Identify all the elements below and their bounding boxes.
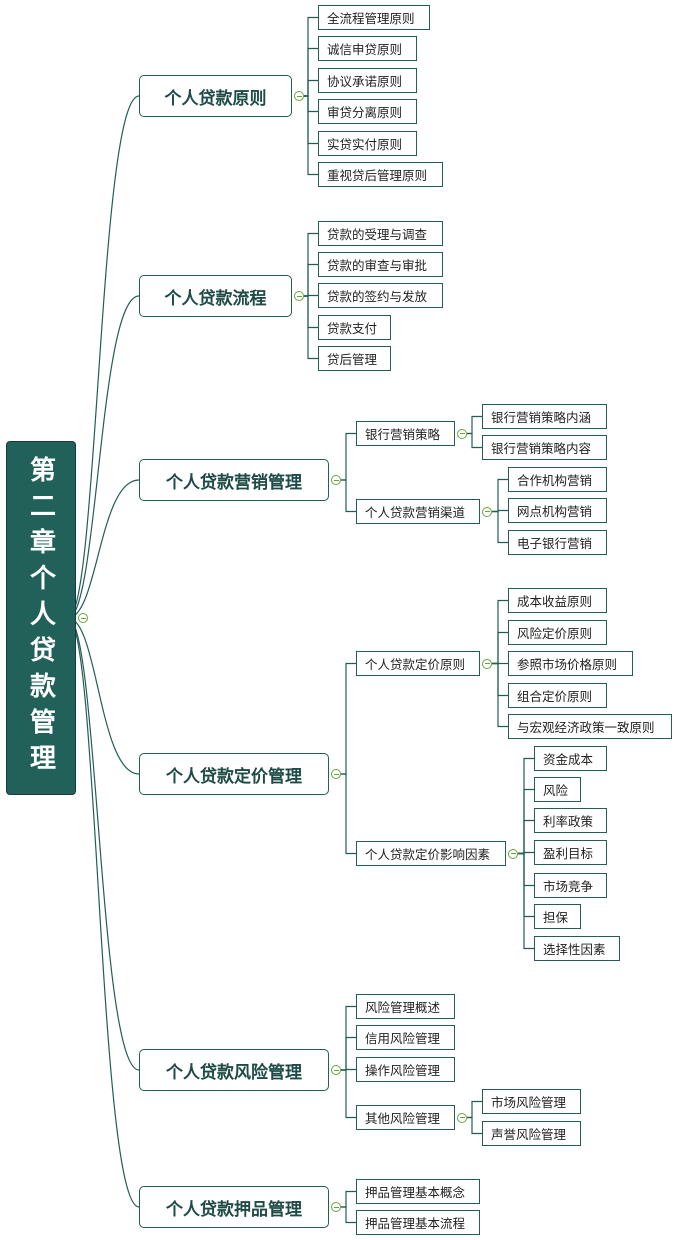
connector-line	[304, 295, 318, 329]
connector-line	[341, 1069, 356, 1119]
root-title: 第二章个人贷款管理	[25, 456, 56, 780]
collapse-icon[interactable]	[482, 658, 492, 669]
subtopic[interactable]: 银行营销策略	[356, 421, 455, 446]
connector-line	[341, 1190, 356, 1208]
connector-line	[67, 295, 140, 619]
subtopic[interactable]: 合作机构营销	[508, 467, 607, 492]
subtopic[interactable]: 盈利目标	[534, 840, 607, 865]
connector-line	[341, 479, 356, 513]
subtopic[interactable]: 个人贷款定价原则	[356, 651, 480, 676]
connector-line	[67, 617, 140, 1071]
connector-line	[67, 617, 140, 775]
connector-line	[304, 16, 318, 97]
collapse-icon[interactable]	[331, 1065, 341, 1075]
connector-line	[492, 662, 508, 728]
collapse-icon[interactable]	[331, 769, 341, 779]
subtopic[interactable]: 个人贷款定价影响因素	[356, 841, 506, 866]
connector-line	[67, 617, 140, 1208]
connector-line	[341, 1206, 356, 1224]
subtopic[interactable]: 风险定价原则	[508, 620, 607, 645]
subtopic[interactable]: 担保	[534, 904, 581, 929]
connector-line	[304, 79, 318, 97]
connector-line	[304, 263, 318, 297]
collapse-icon[interactable]	[508, 848, 518, 859]
connector-line	[341, 1005, 356, 1071]
subtopic[interactable]: 参照市场价格原则	[508, 651, 633, 676]
collapse-icon[interactable]	[457, 428, 467, 439]
root-topic[interactable]: 第二章个人贷款管理	[6, 441, 76, 795]
collapse-icon[interactable]	[457, 1112, 467, 1123]
subtopic[interactable]: 银行营销策略内涵	[482, 404, 607, 429]
connector-line	[304, 95, 318, 176]
subtopic[interactable]: 电子银行营销	[508, 530, 607, 555]
subtopic[interactable]: 操作风险管理	[356, 1057, 455, 1082]
connector-line	[492, 510, 508, 544]
topic-marketing[interactable]: 个人贷款营销管理	[139, 459, 329, 501]
collapse-icon[interactable]	[482, 506, 492, 517]
topic-risk[interactable]: 个人贷款风险管理	[139, 1049, 329, 1091]
connector-line	[518, 788, 534, 855]
connector-line	[518, 757, 534, 855]
subtopic[interactable]: 银行营销策略内容	[482, 435, 607, 460]
topic-principles[interactable]: 个人贷款原则	[139, 75, 292, 117]
connector-line	[304, 95, 318, 145]
subtopic[interactable]: 诚信申贷原则	[318, 36, 417, 61]
subtopic[interactable]: 贷款的受理与调查	[318, 221, 443, 246]
subtopic[interactable]: 个人贷款营销渠道	[356, 499, 480, 524]
connector-line	[518, 852, 534, 950]
subtopic[interactable]: 市场竞争	[534, 873, 607, 898]
subtopic[interactable]: 资金成本	[534, 746, 607, 771]
subtopic[interactable]: 其他风险管理	[356, 1105, 455, 1130]
connector-line	[304, 47, 318, 97]
connector-line	[67, 95, 140, 619]
connector-line	[492, 662, 508, 697]
subtopic[interactable]: 全流程管理原则	[318, 5, 430, 30]
connector-line	[304, 295, 318, 360]
subtopic[interactable]: 贷款支付	[318, 315, 391, 340]
subtopic[interactable]: 与宏观经济政策一致原则	[508, 714, 672, 739]
subtopic[interactable]: 风险	[534, 777, 581, 802]
subtopic[interactable]: 选择性因素	[534, 936, 620, 961]
connector-line	[341, 432, 356, 481]
topic-pricing[interactable]: 个人贷款定价管理	[139, 753, 329, 795]
connector-line	[341, 773, 356, 855]
subtopic[interactable]: 贷后管理	[318, 346, 391, 371]
collapse-icon[interactable]	[331, 1202, 341, 1212]
connector-line	[518, 852, 534, 887]
subtopic[interactable]: 利率政策	[534, 808, 607, 833]
connector-line	[67, 479, 140, 619]
subtopic[interactable]: 协议承诺原则	[318, 68, 417, 93]
subtopic[interactable]: 押品管理基本概念	[356, 1179, 480, 1204]
connector-line	[341, 1036, 356, 1071]
collapse-icon[interactable]	[78, 613, 88, 623]
connector-line	[341, 662, 356, 775]
subtopic[interactable]: 组合定价原则	[508, 683, 607, 708]
subtopic[interactable]: 风险管理概述	[356, 994, 455, 1019]
subtopic[interactable]: 声誉风险管理	[482, 1121, 581, 1146]
topic-collateral[interactable]: 个人贷款押品管理	[139, 1186, 329, 1228]
subtopic[interactable]: 成本收益原则	[508, 588, 607, 613]
connector-line	[467, 432, 482, 449]
subtopic[interactable]: 信用风险管理	[356, 1025, 455, 1050]
connector-line	[467, 1100, 482, 1119]
connector-line	[467, 1116, 482, 1135]
connector-line	[518, 819, 534, 855]
subtopic[interactable]: 重视贷后管理原则	[318, 162, 443, 187]
collapse-icon[interactable]	[331, 475, 341, 485]
collapse-icon[interactable]	[294, 91, 304, 101]
subtopic[interactable]: 审贷分离原则	[318, 99, 417, 124]
subtopic[interactable]: 网点机构营销	[508, 498, 607, 523]
subtopic[interactable]: 贷款的签约与发放	[318, 283, 443, 308]
subtopic[interactable]: 押品管理基本流程	[356, 1210, 480, 1235]
topic-process[interactable]: 个人贷款流程	[139, 275, 292, 317]
subtopic[interactable]: 贷款的审查与审批	[318, 252, 443, 277]
subtopic[interactable]: 实贷实付原则	[318, 131, 417, 156]
connector-line	[467, 415, 482, 435]
connector-line	[492, 631, 508, 665]
collapse-icon[interactable]	[294, 291, 304, 301]
connector-line	[492, 478, 508, 513]
connector-line	[304, 95, 318, 113]
subtopic[interactable]: 市场风险管理	[482, 1089, 581, 1114]
